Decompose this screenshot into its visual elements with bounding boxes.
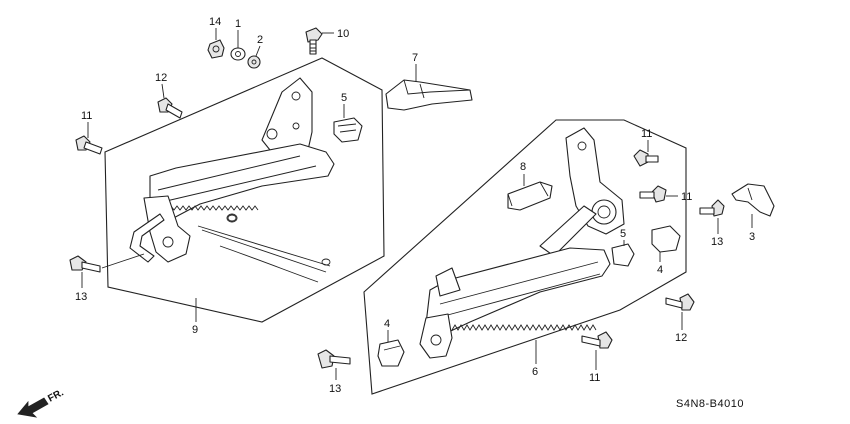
washer-1 (230, 47, 246, 61)
knob-3 (731, 183, 775, 217)
callout-5-right: 5 (620, 228, 626, 240)
left-assembly-frame (104, 57, 385, 323)
callout-11-mid-right: 11 (681, 191, 692, 203)
callout-14: 14 (209, 16, 221, 28)
callout-11-lower: 11 (589, 372, 600, 384)
callout-13-lower: 13 (329, 383, 341, 395)
diagram-code: S4N8-B4010 (676, 398, 744, 410)
left-seat-adjuster (129, 77, 335, 283)
callout-13-left: 13 (75, 291, 87, 303)
clip-4-lower (377, 339, 405, 367)
bolt-13-left (69, 255, 101, 273)
clip-5-left (333, 117, 363, 143)
clip-5-right (611, 243, 635, 267)
callout-11-upper-right: 11 (641, 128, 652, 140)
bolt-11-lower (581, 331, 613, 349)
callout-labels: 14 1 2 10 7 12 5 11 13 9 8 11 11 13 3 5 … (75, 16, 755, 395)
bolt-11-upper-right (633, 149, 659, 167)
leader-lines (81, 28, 753, 380)
callout-13-right: 13 (711, 236, 723, 248)
washer-14 (207, 39, 225, 59)
right-seat-adjuster (419, 127, 625, 359)
front-direction-indicator: FR. (17, 387, 66, 418)
callout-4-upper: 4 (657, 264, 663, 276)
front-label: FR. (46, 387, 66, 404)
bolt-12-right (665, 293, 695, 311)
right-assembly-frame (363, 119, 687, 395)
callout-7: 7 (412, 52, 418, 64)
clip-4-upper (651, 225, 681, 253)
bolt-10 (305, 27, 323, 55)
small-nut-center-left (226, 213, 238, 223)
nut-2 (247, 55, 261, 69)
callout-12-right: 12 (675, 332, 687, 344)
callout-4-lower: 4 (384, 318, 390, 330)
callout-5-left: 5 (341, 92, 347, 104)
callout-1: 1 (235, 18, 241, 30)
bolt-12-left (157, 97, 183, 119)
callout-11-left: 11 (81, 110, 92, 122)
callout-9: 9 (192, 324, 198, 336)
callout-12-left: 12 (155, 72, 167, 84)
callout-6: 6 (532, 366, 538, 378)
handle-8 (507, 181, 553, 211)
callout-3: 3 (749, 231, 755, 243)
callout-2: 2 (257, 34, 263, 46)
bolt-11-mid-right (639, 185, 667, 203)
bolt-13-right (699, 199, 725, 217)
bolt-13-lower (317, 349, 351, 369)
callout-8: 8 (520, 161, 526, 173)
cover-7 (385, 79, 473, 111)
front-arrow-icon (17, 397, 49, 418)
callout-10: 10 (337, 28, 349, 40)
bolt-11-left (75, 135, 103, 155)
